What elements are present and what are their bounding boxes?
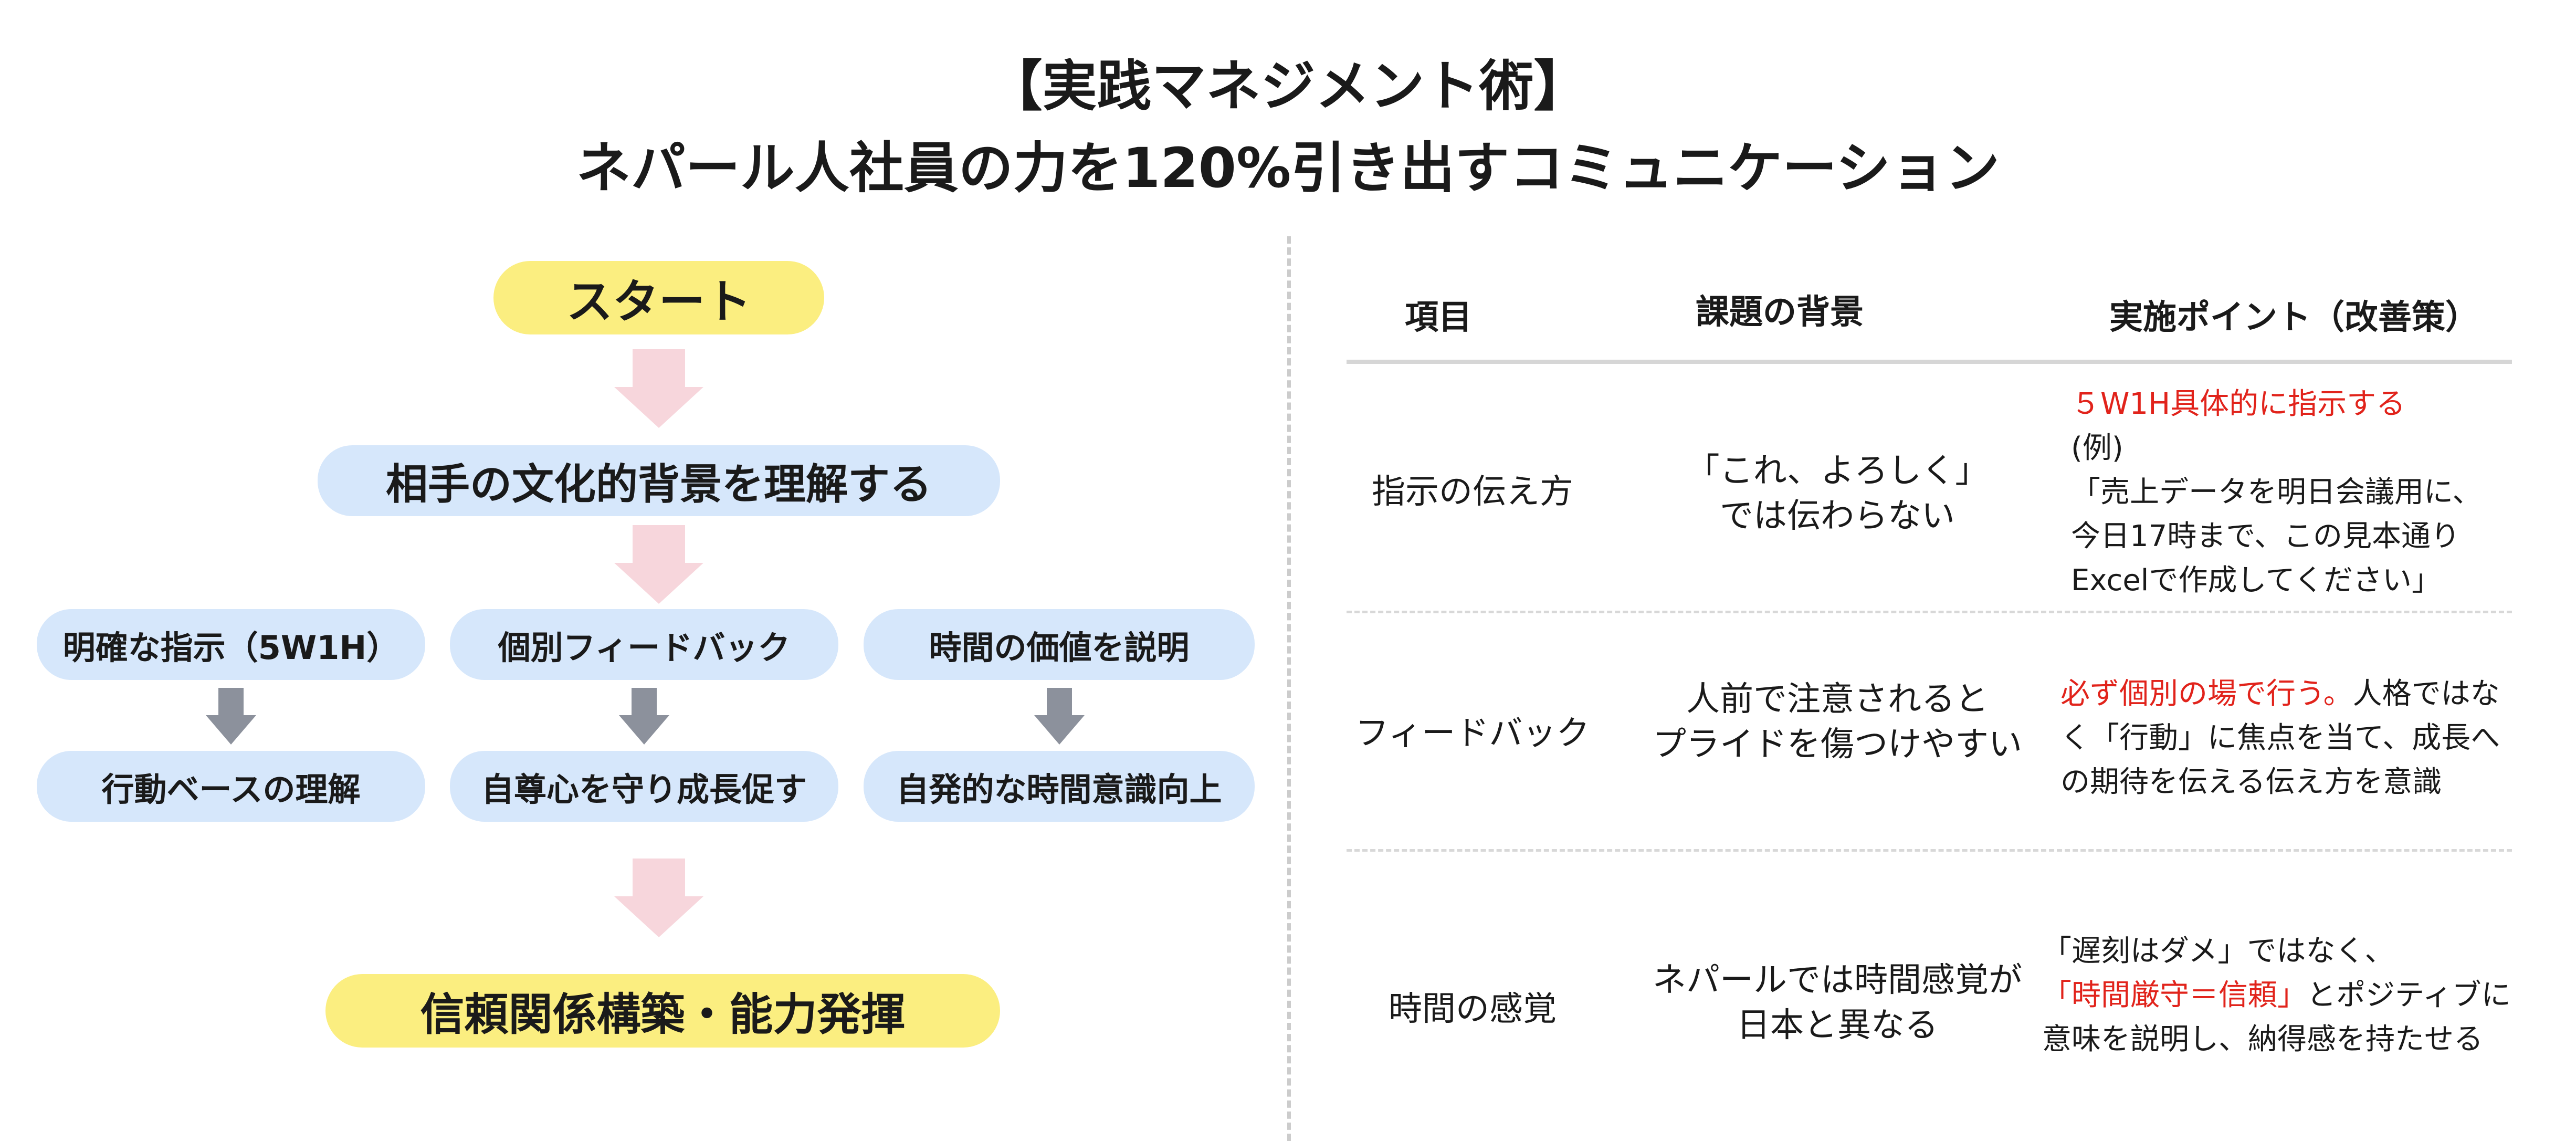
- header-point: 実施ポイント（改善策）: [2109, 298, 2479, 337]
- point-line: 「時間厳守＝信頼」とポジティブに: [2042, 973, 2546, 1018]
- row-background: ネパールでは時間感覚が 日本と異なる: [1653, 961, 2022, 1045]
- vertical-divider: [1287, 236, 1291, 1141]
- point-line: の期待を伝える伝え方を意識: [2060, 760, 2533, 804]
- point-line: 「遅刻はダメ」ではなく、: [2042, 929, 2546, 973]
- point-line: ５W1H具体的に指示する: [2071, 382, 2522, 426]
- branch-pill-time: 時間の価値を説明: [864, 609, 1255, 680]
- header-item: 項目: [1405, 298, 1472, 337]
- branch-pill-feedback: 個別フィードバック: [450, 609, 838, 680]
- result-pill-selfesteem: 自尊心を守り成長促す: [450, 751, 838, 822]
- row-item: フィードバック: [1355, 714, 1590, 753]
- point-emphasis: ５W1H具体的に指示する: [2071, 387, 2406, 421]
- arrow-down-icon: [1034, 688, 1085, 745]
- point-line: 意味を説明し、納得感を持たせる: [2042, 1018, 2546, 1062]
- goal-pill: 信頼関係構築・能力発揮: [325, 974, 1000, 1048]
- point-line: 「売上データを明日会議用に、: [2071, 470, 2522, 515]
- header-background: 課題の背景: [1696, 293, 1864, 332]
- point-text: (例): [2071, 431, 2123, 465]
- point-text: 意味を説明し、納得感を持たせる: [2042, 1022, 2483, 1056]
- arrow-down-icon: [206, 688, 256, 745]
- arrow-down-icon: [614, 525, 703, 604]
- point-text: 人格ではな: [2352, 677, 2500, 711]
- row-background: 「これ、よろしく」 では伝わらない: [1686, 452, 1989, 536]
- point-text: の期待を伝える伝え方を意識: [2060, 765, 2442, 799]
- result-pill-behavior: 行動ベースの理解: [37, 751, 425, 822]
- arrow-down-icon: [614, 859, 703, 937]
- result-pill-timeawareness: 自発的な時間意識向上: [864, 751, 1255, 822]
- branch-pill-instruction: 明確な指示（5W1H）: [37, 609, 425, 680]
- point-text: 今日17時まで、この見本通り: [2071, 519, 2461, 553]
- row-separator: [1347, 849, 2512, 852]
- point-line: 必ず個別の場で行う。人格ではな: [2060, 672, 2533, 716]
- understand-pill: 相手の文化的背景を理解する: [318, 445, 1000, 516]
- point-text: く「行動」に焦点を当て、成長へ: [2060, 721, 2500, 755]
- arrow-down-icon: [614, 349, 703, 428]
- title-line-2: ネパール人社員の力を120%引き出すコミュニケーション: [576, 136, 2000, 200]
- point-line: Excelで作成してください」: [2071, 559, 2522, 603]
- point-text: 「売上データを明日会議用に、: [2071, 475, 2482, 509]
- start-pill: スタート: [493, 261, 824, 334]
- point-text: とポジティブに: [2307, 978, 2511, 1012]
- title-line-1: 【実践マネジメント術】: [987, 54, 1589, 118]
- row-point: 必ず個別の場で行う。人格ではなく「行動」に焦点を当て、成長への期待を伝える伝え方…: [2060, 672, 2533, 804]
- row-point: 「遅刻はダメ」ではなく、「時間厳守＝信頼」とポジティブに意味を説明し、納得感を持…: [2042, 929, 2546, 1062]
- header-rule: [1347, 360, 2512, 364]
- point-line: く「行動」に焦点を当て、成長へ: [2060, 716, 2533, 760]
- point-emphasis: 「時間厳守＝信頼」: [2042, 978, 2307, 1012]
- point-text: 「遅刻はダメ」ではなく、: [2042, 934, 2394, 968]
- row-separator: [1347, 611, 2512, 613]
- arrow-down-icon: [619, 688, 669, 745]
- row-background: 人前で注意されると プライドを傷つけやすい: [1653, 680, 2022, 764]
- point-line: 今日17時まで、この見本通り: [2071, 515, 2522, 559]
- row-point: ５W1H具体的に指示する (例) 「売上データを明日会議用に、今日17時まで、この見…: [2071, 382, 2522, 603]
- row-item: 指示の伝え方: [1372, 473, 1573, 511]
- point-line: (例): [2071, 426, 2522, 470]
- point-emphasis: 必ず個別の場で行う。: [2060, 677, 2353, 711]
- row-item: 時間の感覚: [1389, 990, 1557, 1029]
- point-text: Excelで作成してください」: [2071, 563, 2441, 598]
